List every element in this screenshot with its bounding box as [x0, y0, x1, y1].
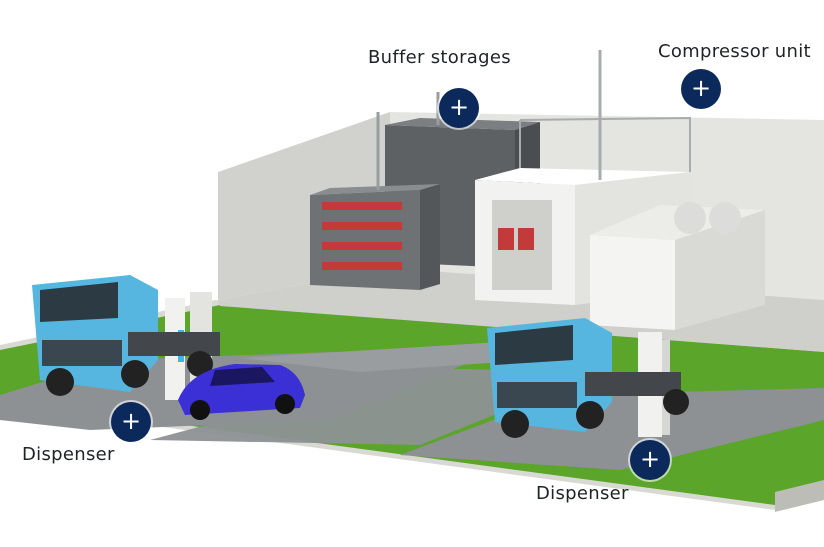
plus-icon: + — [691, 76, 711, 100]
plus-icon: + — [121, 409, 141, 433]
buffer-storages-hotspot[interactable]: + — [439, 88, 479, 128]
buffer-storages-label: Buffer storages — [368, 47, 511, 68]
dispenser-right-label: Dispenser — [536, 483, 629, 504]
dispenser-left-label: Dispenser — [22, 444, 115, 465]
plus-icon: + — [449, 95, 469, 119]
compressor-unit-hotspot[interactable]: + — [681, 69, 721, 109]
plus-icon: + — [640, 447, 660, 471]
dispenser-right-hotspot[interactable]: + — [630, 440, 670, 480]
dispenser-left-hotspot[interactable]: + — [111, 402, 151, 442]
compressor-unit-label: Compressor unit — [658, 41, 811, 62]
